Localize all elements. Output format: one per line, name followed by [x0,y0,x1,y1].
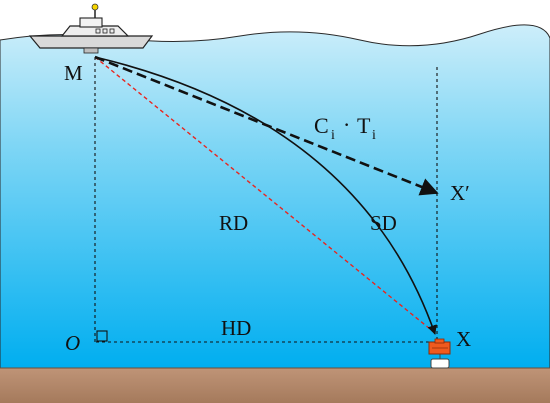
sound-ray-curve [94,56,437,335]
ship-antenna [91,3,99,11]
label-m: M [64,61,83,85]
ship-bridge [79,17,103,28]
label-hd: HD [221,316,251,340]
seabed [0,368,550,403]
label-x: X [456,327,471,351]
label-t-sub: i [372,128,376,143]
beacon-base [430,358,450,369]
survey-ship [28,3,154,54]
label-dot: · [343,112,350,137]
seabed-beacon [428,338,451,369]
apparent-range-arrow [94,55,439,196]
label-speed-time: C i · T i [314,112,376,143]
ship-hull [28,35,154,49]
label-o: O [65,331,80,355]
ship-cabin [60,25,130,37]
ray-distance-line [94,56,436,334]
label-rd: RD [219,211,248,235]
label-t: T [357,113,371,138]
ship-transducer [83,47,99,54]
label-c: C [314,113,329,138]
label-sd: SD [370,211,397,235]
label-x-prime: X′ [450,181,470,205]
label-c-sub: i [331,128,335,143]
right-angle-marker [96,330,108,342]
